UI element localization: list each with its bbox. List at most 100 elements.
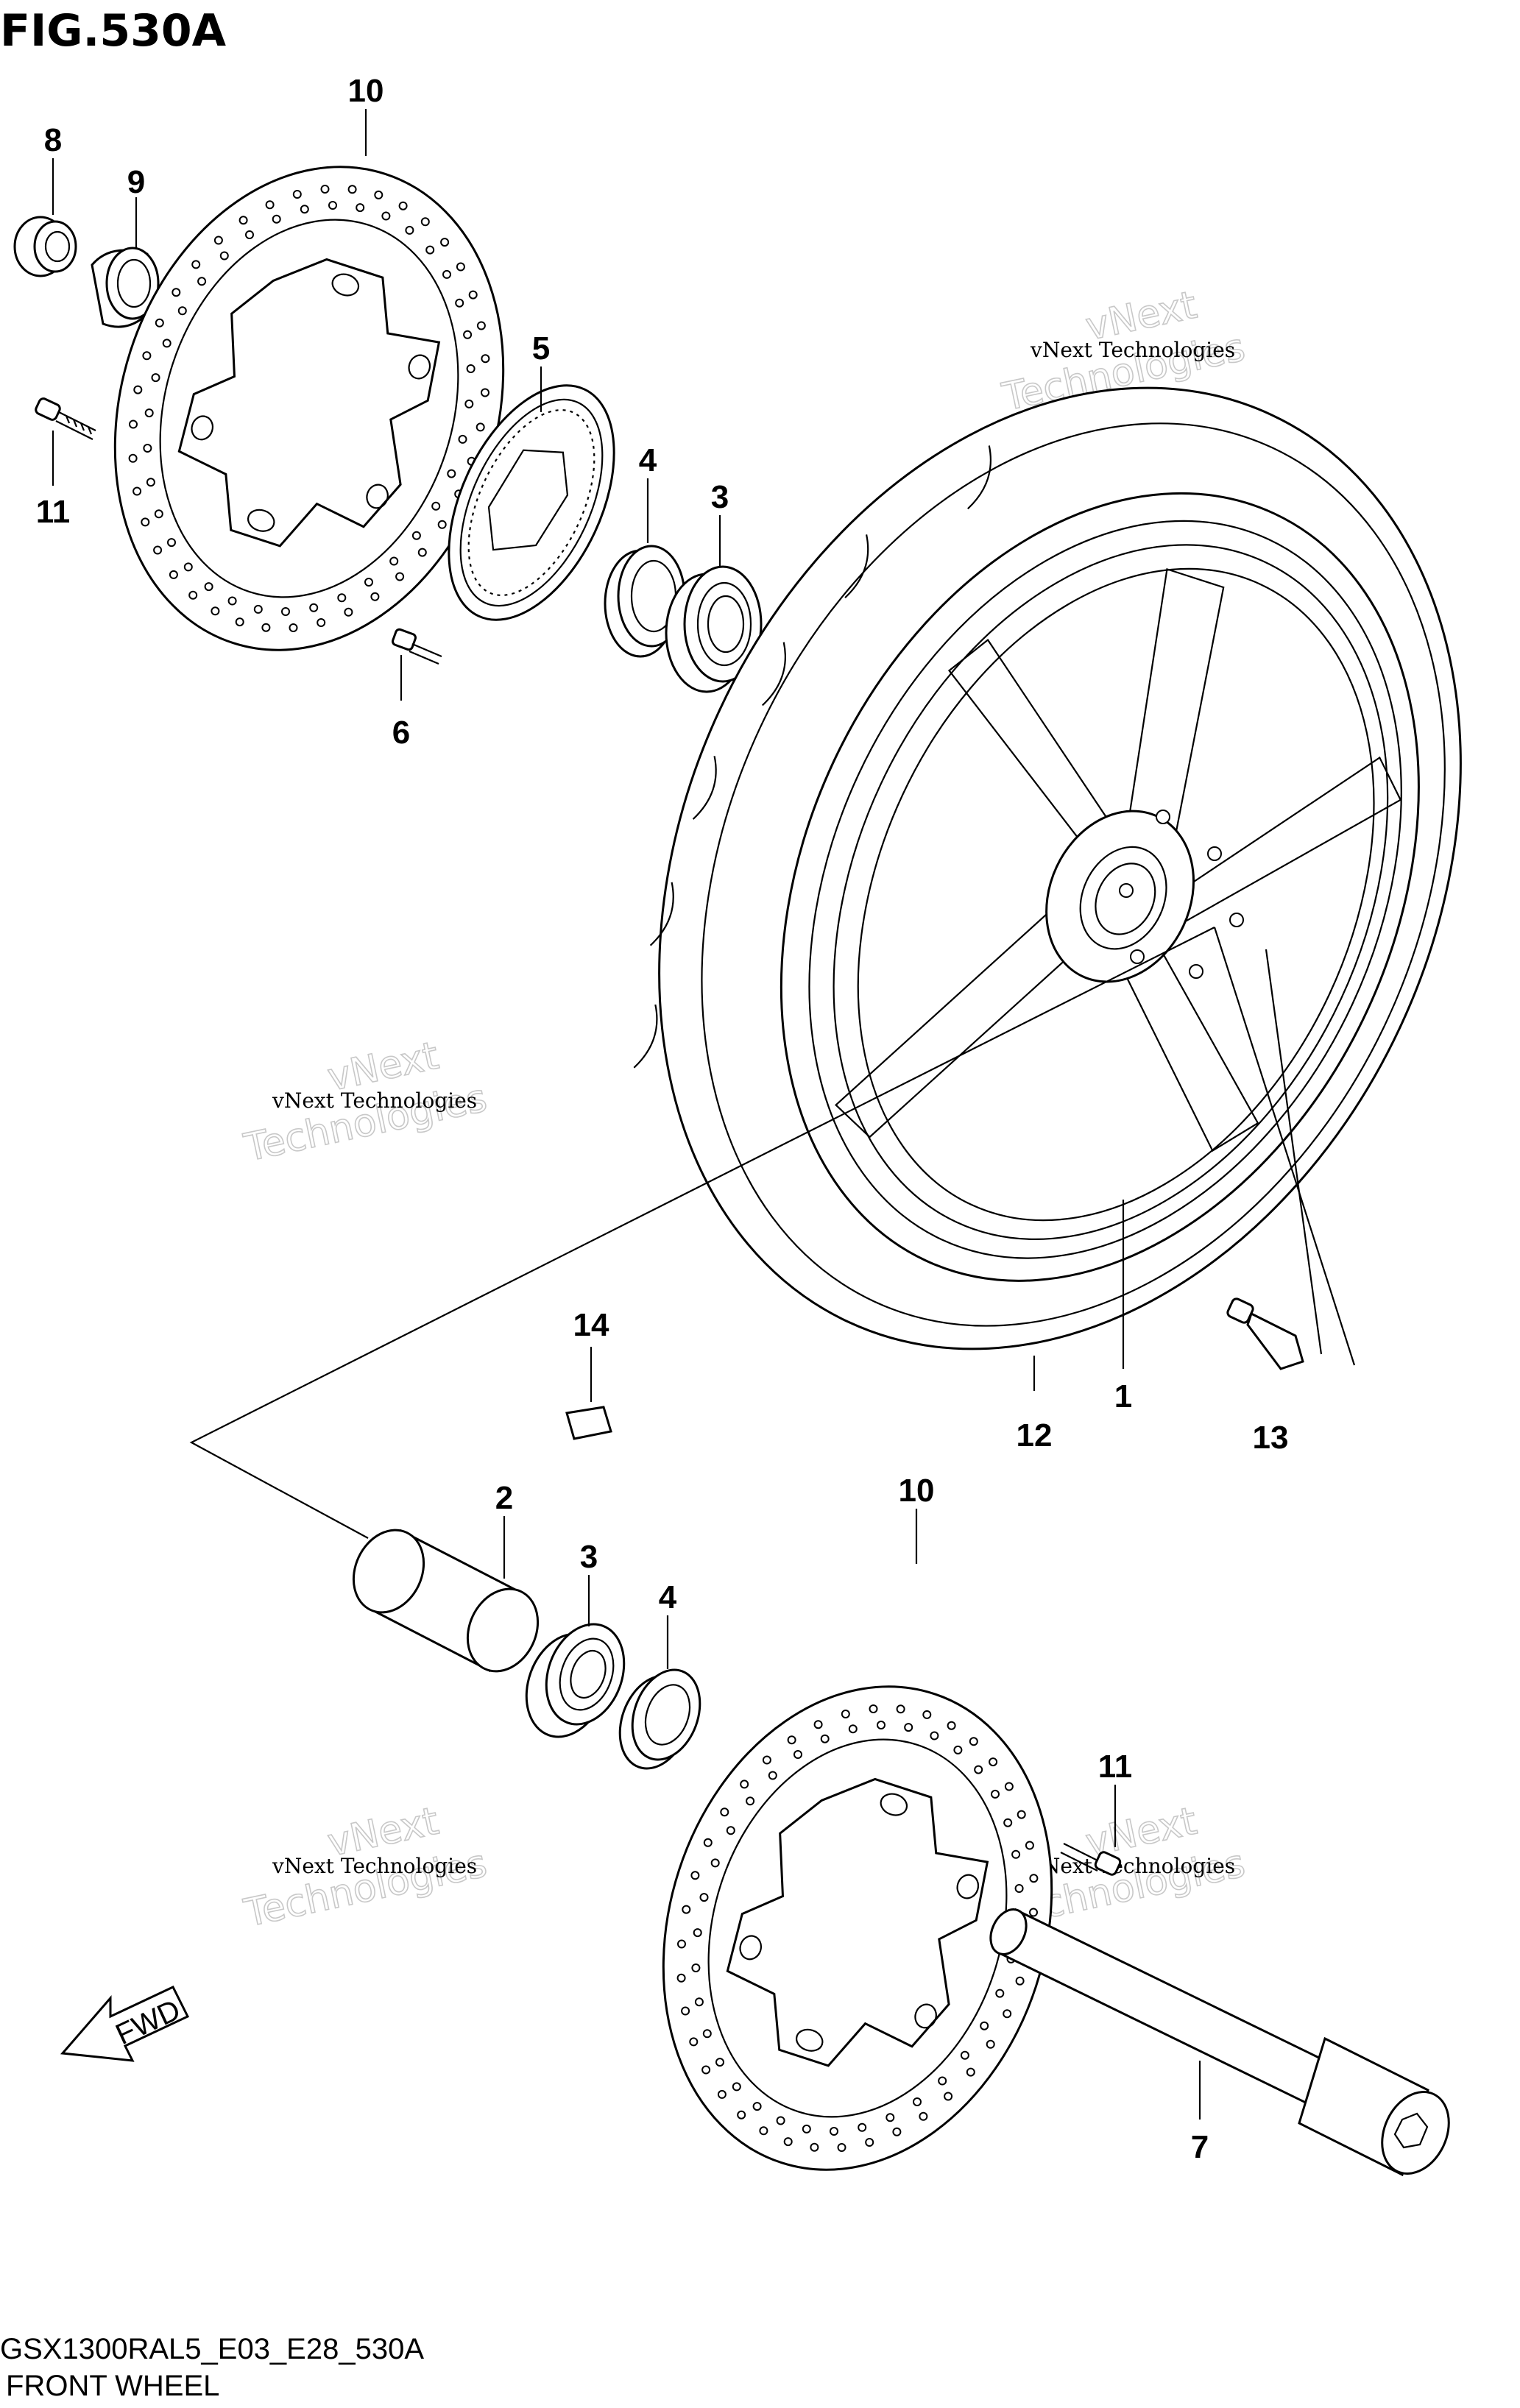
disc-hole [701,2065,711,2075]
fwd-arrow-icon: FWD [60,1986,190,2062]
disc-hole [476,321,486,330]
callout-11-bottom: 11 [1098,1749,1133,1785]
disc-hole [188,590,198,600]
callout-13: 13 [1253,1420,1289,1456]
disc-hole [389,556,399,566]
disc-hole [132,486,142,496]
disc-hole [381,211,391,221]
disc-hole [1003,2009,1012,2019]
disc-hole [447,469,456,478]
disc-hole [904,1723,913,1732]
disc-hole [431,501,441,511]
disc-hole [481,388,489,397]
callout-7: 7 [1191,2129,1209,2165]
part-4-oil-seal-bottom [618,1668,701,1770]
disc-hole [481,354,490,364]
disc-hole [944,2092,953,2101]
callout-10-bottom: 10 [899,1473,935,1509]
disc-hole [886,2113,895,2122]
disc-hole [1025,1841,1034,1850]
disc-hole [717,2089,727,2099]
disc-hole [398,201,408,210]
disc-hole [848,1724,858,1734]
disc-hole [468,290,478,300]
disc-hole [841,1710,850,1718]
figure-title: FIG.530A [0,5,227,57]
disc-holes-bottom [676,1704,1039,2152]
disc-hole [440,238,450,247]
callout-6: 6 [392,715,410,751]
disc-hole [153,545,163,555]
disc-hole [456,262,465,272]
disc-hole [309,603,319,612]
callout-11-top: 11 [36,494,71,530]
disc-hole [783,2137,793,2147]
disc-hole [219,251,229,261]
disc-hole [919,2111,928,2121]
disc-hole [830,2127,838,2136]
watermark-text: vNext Technologies [1030,1854,1235,1878]
disc-hole [129,419,138,429]
disc-hole [837,2143,846,2152]
callout-3-bottom: 3 [580,1539,598,1575]
disc-hole [1029,1874,1039,1883]
disc-hole [235,617,244,627]
disc-hole [133,385,143,394]
disc-hole [699,1893,709,1902]
disc-hole [425,245,435,255]
disc-hole [1003,1818,1013,1827]
disc-hole [364,578,373,587]
callout-5: 5 [532,330,550,366]
part-3-bearing-top [665,565,763,693]
disc-hole [858,2122,867,2132]
disc-hole [746,1796,755,1806]
disc-hole [732,2082,741,2092]
disc-hole [676,1973,686,1983]
callout-3-top: 3 [711,479,729,515]
watermark-text: vNext Technologies [272,1088,477,1113]
disc-hole [681,2006,690,2016]
disc-hole [1014,1884,1024,1893]
disc-hole [146,478,155,487]
disc-hole [151,373,160,383]
disc-hole [177,306,187,316]
disc-hole [317,618,326,627]
disc-hole [995,1989,1005,1998]
disc-hole [703,1838,713,1847]
disc-hole [980,2021,989,2030]
callout-1: 1 [1114,1378,1132,1414]
disc-hole [261,623,271,632]
disc-hole [143,444,152,453]
disc-hole [787,1735,796,1745]
disc-hole [813,1720,823,1729]
part-2-spacer [352,1529,540,1673]
disc-hole [183,562,193,572]
disc-hole [922,1710,932,1719]
disc-hole [464,399,474,408]
disc-hole [691,1963,701,1972]
callout-10-top: 10 [348,73,384,109]
disc-hole [300,205,309,214]
disc-hole [710,1858,720,1868]
disc-hole [947,1721,956,1730]
disc-hole [694,1997,704,2007]
disc-hole [356,203,365,213]
disc-hole [892,2127,902,2136]
disc-hole [172,288,181,297]
disc-hole [1015,1976,1025,1986]
disc-hole [776,2116,785,2125]
disc-hole [938,2076,947,2086]
part-14-balancer [565,1406,612,1440]
disc-hole [167,538,176,548]
disc-hole [715,2058,724,2067]
leader-13-b [1265,949,1323,1355]
disc-hole [768,1771,777,1780]
disc-hole [272,214,281,224]
disc-hole [693,1928,702,1938]
disc-hole [289,623,298,632]
disc-hole [347,185,357,194]
disc-hole [197,277,207,286]
disc-hole [155,318,164,327]
disc-hole [793,1750,802,1759]
disc-hole [458,434,467,444]
